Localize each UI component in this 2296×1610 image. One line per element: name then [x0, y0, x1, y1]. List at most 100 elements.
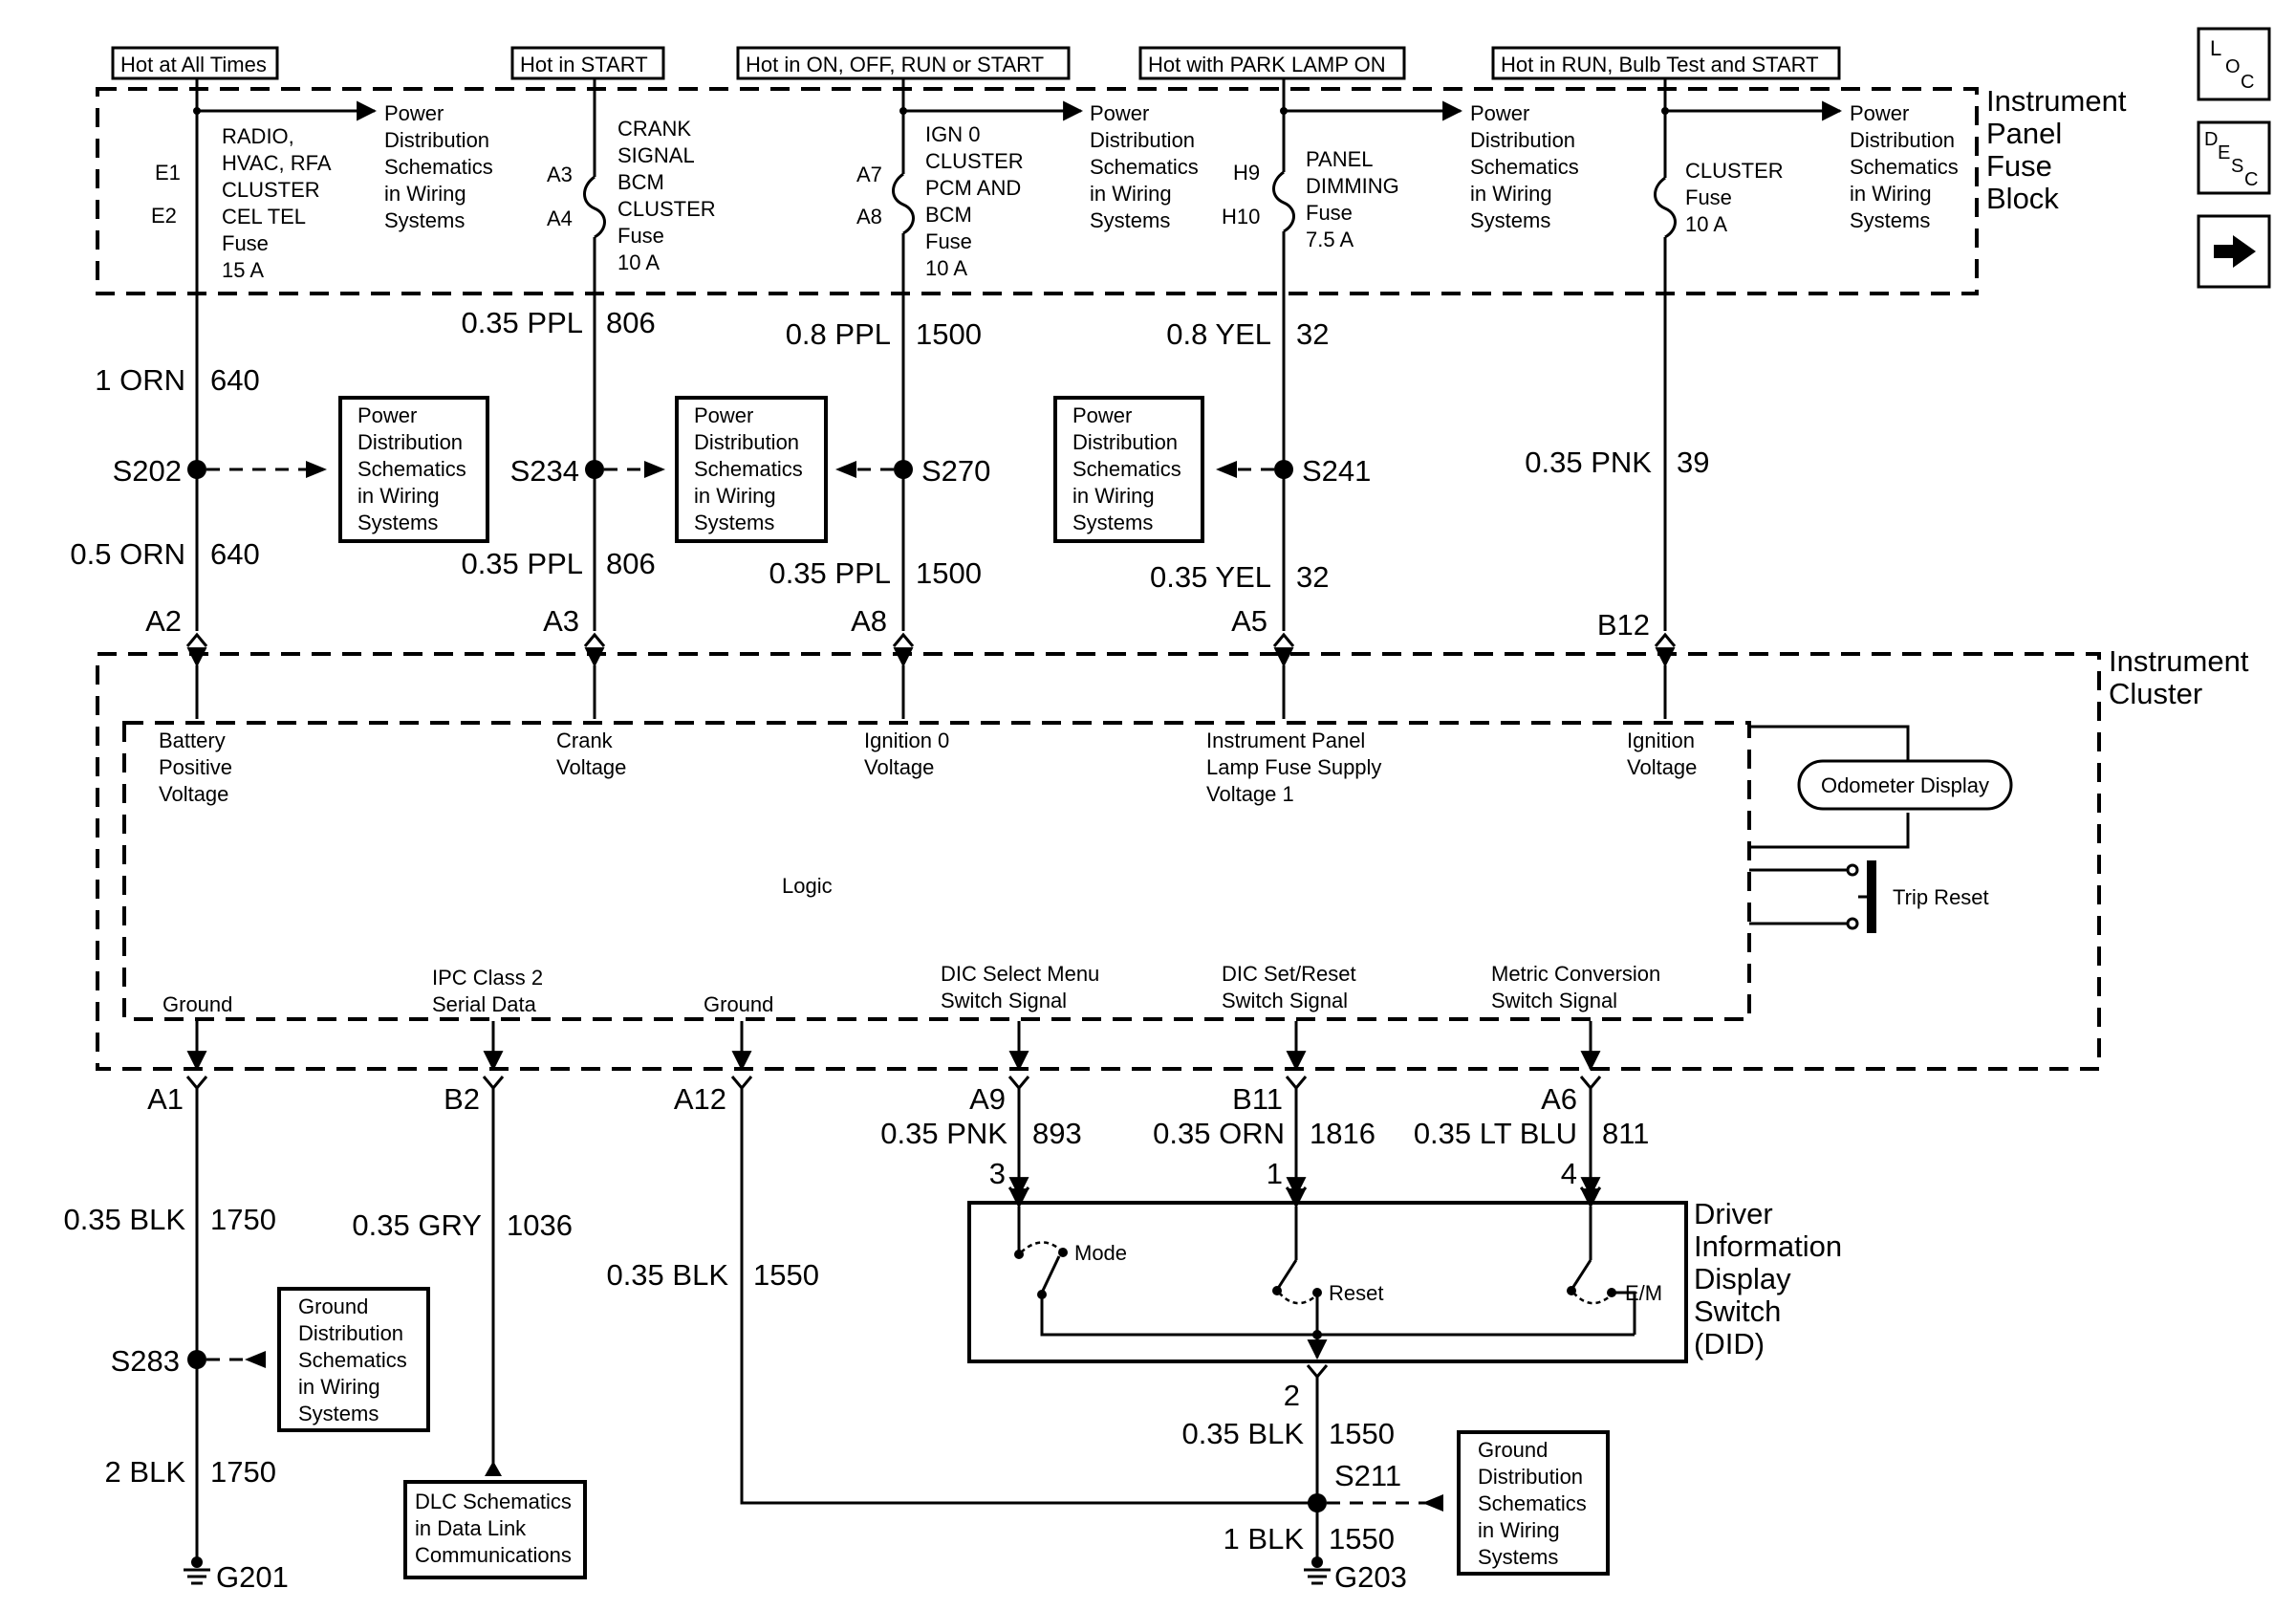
fuse-ign-0-cluster: A7 A8 IGN 0 CLUSTER PCM AND BCM Fuse 10 … [856, 92, 1199, 631]
svg-text:Distribution: Distribution [1478, 1465, 1583, 1489]
svg-text:S211: S211 [1334, 1459, 1401, 1492]
svg-text:BCM: BCM [925, 203, 972, 227]
svg-text:806: 806 [606, 547, 656, 580]
next-arrow-button[interactable] [2197, 214, 2271, 289]
svg-text:CLUSTER: CLUSTER [617, 197, 716, 221]
svg-text:B12: B12 [1597, 608, 1650, 642]
svg-text:S283: S283 [111, 1344, 180, 1378]
svg-text:DLC Schematics: DLC Schematics [415, 1490, 572, 1513]
svg-text:A9: A9 [969, 1082, 1006, 1116]
svg-text:Hot at All Times: Hot at All Times [120, 53, 267, 76]
svg-text:Ground: Ground [298, 1295, 368, 1318]
fuse-panel-dimming: H9 H10 PANEL DIMMING Fuse 7.5 A Power Di… [1222, 92, 1579, 631]
header-hot-with-park-lamp-on: Hot with PARK LAMP ON [1138, 46, 1406, 80]
svg-text:Crank: Crank [556, 729, 614, 752]
svg-text:S234: S234 [510, 454, 579, 488]
svg-text:0.35 PPL: 0.35 PPL [461, 547, 583, 580]
svg-text:in Wiring: in Wiring [357, 484, 440, 508]
did-common: 2 [1284, 1293, 1329, 1562]
svg-text:in Wiring: in Wiring [298, 1375, 380, 1399]
svg-text:4: 4 [1561, 1157, 1577, 1190]
svg-text:CLUSTER: CLUSTER [1685, 159, 1784, 183]
svg-text:in Wiring: in Wiring [1072, 484, 1155, 508]
svg-text:Fuse: Fuse [222, 231, 269, 255]
svg-text:Power: Power [1470, 101, 1529, 125]
wire-label-lower: 0.5 ORN 640 0.35 PPL 806 0.35 PPL 1500 0… [70, 537, 1329, 594]
header-hot-at-all-times: Hot at All Times [111, 46, 279, 80]
svg-text:811: 811 [1602, 1117, 1649, 1150]
svg-text:L: L [2210, 36, 2221, 60]
svg-text:Schematics: Schematics [1850, 155, 1959, 179]
svg-text:(DID): (DID) [1694, 1327, 1765, 1360]
svg-text:0.35 PNK: 0.35 PNK [1525, 446, 1652, 479]
svg-text:893: 893 [1032, 1117, 1082, 1150]
svg-text:in Wiring: in Wiring [1478, 1518, 1560, 1542]
svg-text:A3: A3 [547, 163, 573, 186]
svg-text:A12: A12 [674, 1082, 726, 1116]
svg-text:E/M: E/M [1625, 1281, 1662, 1305]
cluster-outputs: Ground IPC Class 2 Serial Data Ground DI… [162, 962, 1660, 1016]
svg-text:A5: A5 [1231, 604, 1267, 638]
svg-text:in Wiring: in Wiring [1090, 182, 1172, 206]
svg-text:10 A: 10 A [617, 250, 660, 274]
svg-text:Ground: Ground [162, 992, 232, 1016]
svg-text:0.35 BLK: 0.35 BLK [1181, 1417, 1304, 1450]
wire-label-upper: 1 ORN 640 0.35 PPL 806 0.8 PPL 1500 0.8 … [95, 306, 1709, 479]
ref-box-power-distribution-3: Power Distribution Schematics in Wiring … [1053, 396, 1204, 543]
svg-text:640: 640 [210, 363, 260, 397]
svg-text:Hot with PARK LAMP ON: Hot with PARK LAMP ON [1148, 53, 1386, 76]
svg-text:Ground: Ground [1478, 1438, 1548, 1462]
svg-text:Positive: Positive [159, 755, 232, 779]
svg-text:A7: A7 [856, 163, 882, 186]
svg-text:CEL TEL: CEL TEL [222, 205, 306, 228]
svg-text:Ignition: Ignition [1627, 729, 1695, 752]
svg-text:IPC Class 2: IPC Class 2 [432, 966, 543, 990]
splice-s270: S270 [835, 454, 990, 488]
svg-text:640: 640 [210, 537, 260, 571]
svg-text:Instrument Panel: Instrument Panel [1206, 729, 1365, 752]
svg-text:Distribution: Distribution [384, 128, 489, 152]
svg-text:S202: S202 [113, 454, 182, 488]
svg-text:A8: A8 [851, 604, 887, 638]
header-hot-in-run-bulb-test-start: Hot in RUN, Bulb Test and START [1491, 46, 1841, 80]
svg-text:806: 806 [606, 306, 656, 339]
desc-button[interactable]: D E S C [2197, 120, 2271, 195]
did-label: Driver Information Display Switch (DID) [1694, 1197, 1842, 1360]
svg-text:1: 1 [1267, 1157, 1283, 1190]
svg-text:O: O [2225, 56, 2241, 77]
cluster-bottom-pins: A1 B2 A12 A9 B11 A6 [147, 1076, 1602, 1116]
svg-text:Driver: Driver [1694, 1197, 1773, 1230]
cluster-output-arrows [186, 1021, 1601, 1072]
svg-text:A4: A4 [547, 207, 573, 230]
svg-text:Power: Power [1090, 101, 1149, 125]
svg-text:Power: Power [694, 403, 753, 427]
loc-button[interactable]: L O C [2197, 27, 2271, 101]
svg-text:1 BLK: 1 BLK [1224, 1522, 1305, 1556]
svg-text:32: 32 [1296, 560, 1329, 594]
arrow-right-icon [2214, 235, 2256, 268]
svg-text:CRANK: CRANK [617, 117, 691, 141]
svg-text:0.35 PPL: 0.35 PPL [461, 306, 583, 339]
cluster-logic-box [122, 721, 1751, 1021]
svg-text:PANEL: PANEL [1306, 147, 1374, 171]
ref-box-dlc-schematics: DLC Schematics in Data Link Communicatio… [403, 1480, 587, 1579]
did-pins: 3 1 4 [989, 1157, 1602, 1202]
svg-text:E1: E1 [155, 161, 181, 185]
svg-text:SIGNAL: SIGNAL [617, 143, 695, 167]
svg-text:Switch Signal: Switch Signal [1491, 989, 1617, 1012]
svg-text:1550: 1550 [1329, 1417, 1395, 1450]
svg-text:10 A: 10 A [1685, 212, 1727, 236]
svg-text:3: 3 [989, 1157, 1006, 1190]
svg-text:Metric Conversion: Metric Conversion [1491, 962, 1660, 986]
svg-text:Schematics: Schematics [384, 155, 493, 179]
fuse-radio-hvac-rfa: E1 E2 RADIO, HVAC, RFA CLUSTER CEL TEL F… [151, 92, 493, 631]
svg-text:Schematics: Schematics [694, 457, 803, 481]
instrument-cluster [96, 652, 2101, 1071]
logic-label: Logic [782, 874, 833, 898]
svg-text:A3: A3 [543, 604, 579, 638]
svg-text:32: 32 [1296, 317, 1329, 351]
svg-text:Cluster: Cluster [2109, 677, 2202, 710]
svg-text:1 ORN: 1 ORN [95, 363, 185, 397]
svg-text:Information: Information [1694, 1229, 1842, 1263]
